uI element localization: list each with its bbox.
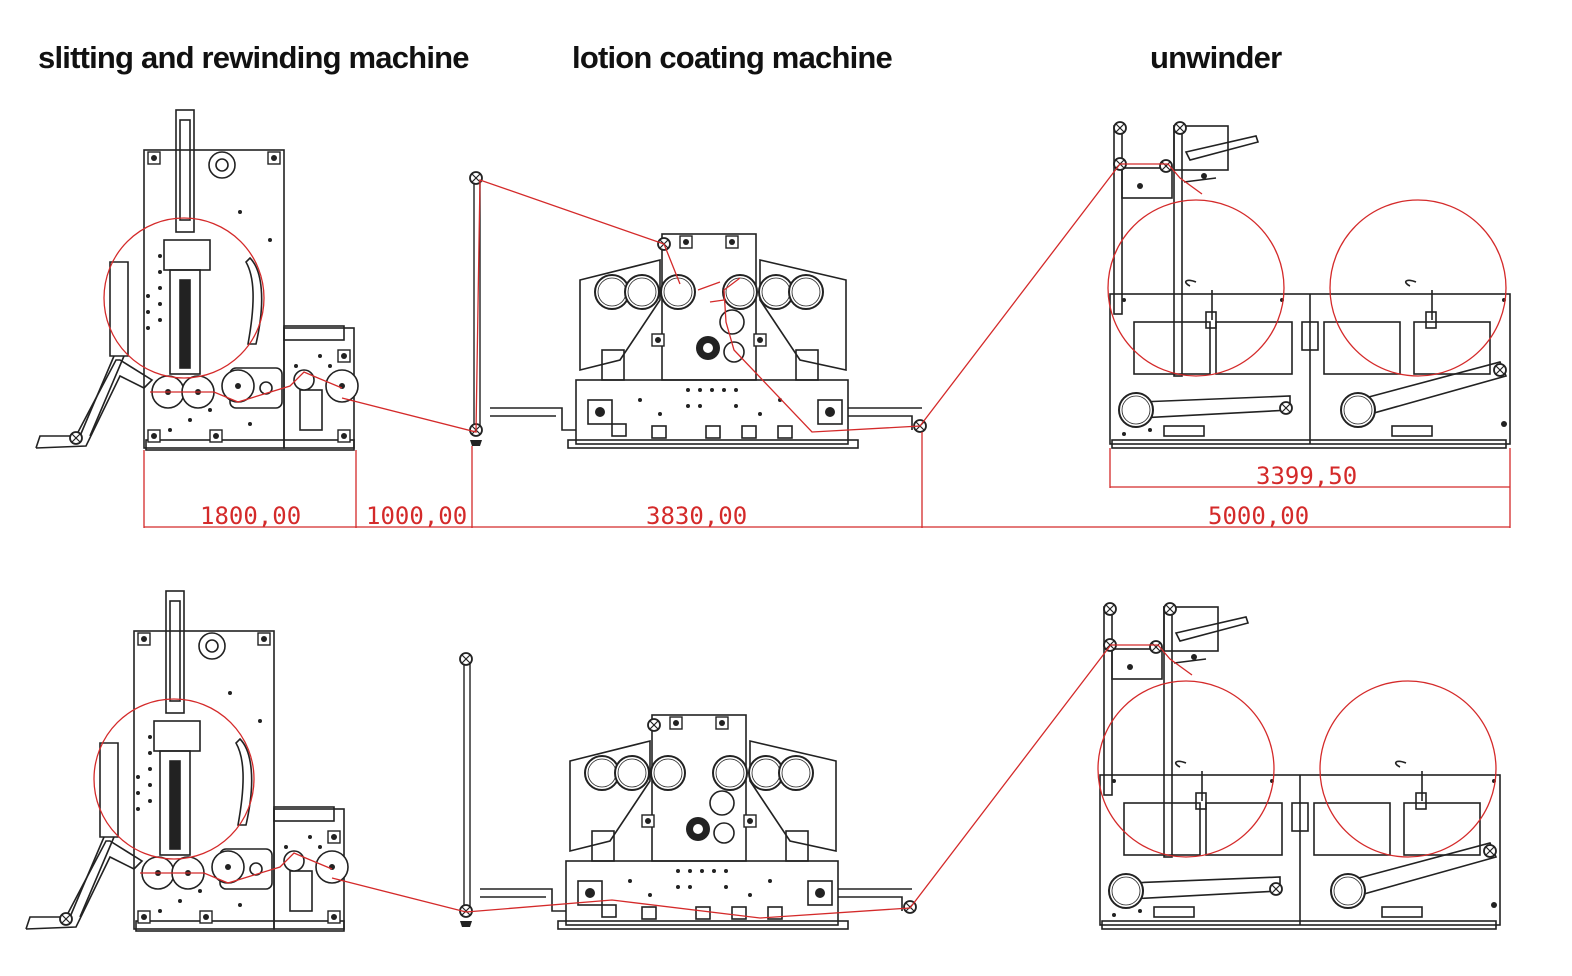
web-path-bottom [331, 645, 1111, 919]
lotion-coating-machine-top [470, 172, 926, 448]
unwinder-bottom [1098, 603, 1500, 929]
slitting-rewinding-machine-bottom [26, 591, 348, 931]
dimension-lines [143, 432, 1511, 528]
dim-1000: 1000,00 [366, 502, 467, 530]
lotion-coating-machine-bottom [460, 653, 916, 929]
dim-3830: 3830,00 [646, 502, 747, 530]
dim-5000: 5000,00 [1208, 502, 1309, 530]
unwinder-top [1108, 122, 1510, 448]
slitting-rewinding-machine-top [36, 110, 358, 450]
dim-1800: 1800,00 [200, 502, 301, 530]
title-slitting-rewinding: slitting and rewinding machine [38, 40, 470, 75]
title-unwinder: unwinder [1150, 40, 1282, 75]
web-path-top-coater [697, 281, 725, 303]
dim-3399: 3399,50 [1256, 462, 1357, 490]
title-lotion-coating: lotion coating machine [572, 40, 893, 75]
web-path-top [341, 163, 1121, 433]
